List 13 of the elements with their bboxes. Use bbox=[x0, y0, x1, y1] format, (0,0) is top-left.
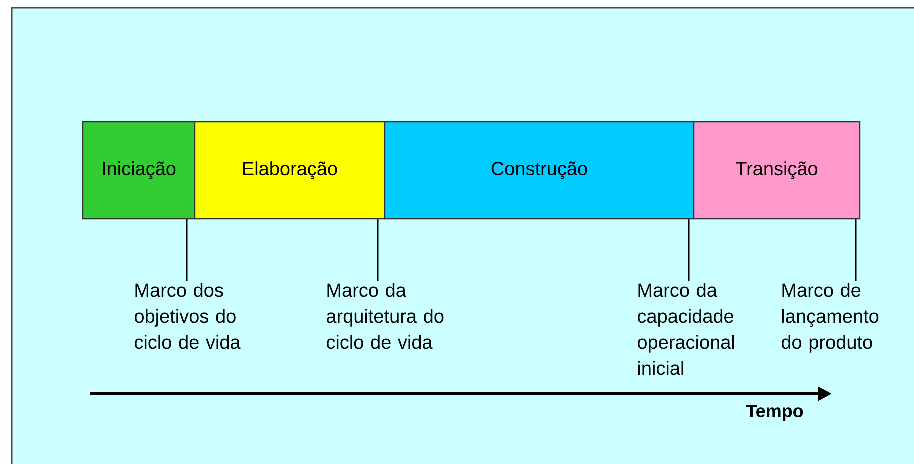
leader-line bbox=[855, 220, 857, 281]
milestone-text: Marco de lançamento do produto bbox=[782, 283, 879, 353]
milestone-text: Marco da arquitetura do ciclo de vida bbox=[327, 283, 444, 350]
leader-line bbox=[688, 220, 690, 281]
leader-line bbox=[186, 220, 188, 281]
milestone-text: Marco da capacidade operacional inicial bbox=[638, 283, 734, 376]
phase-box: Construção bbox=[384, 121, 695, 220]
phase-box: Iniciação bbox=[82, 121, 196, 220]
phase-box: Elaboração bbox=[194, 121, 386, 220]
leader-line bbox=[377, 220, 379, 281]
phase-box: Transição bbox=[693, 121, 861, 220]
milestone-text: Marco dos objetivos do ciclo de vida bbox=[135, 283, 241, 350]
axis-label: Tempo bbox=[746, 404, 804, 422]
